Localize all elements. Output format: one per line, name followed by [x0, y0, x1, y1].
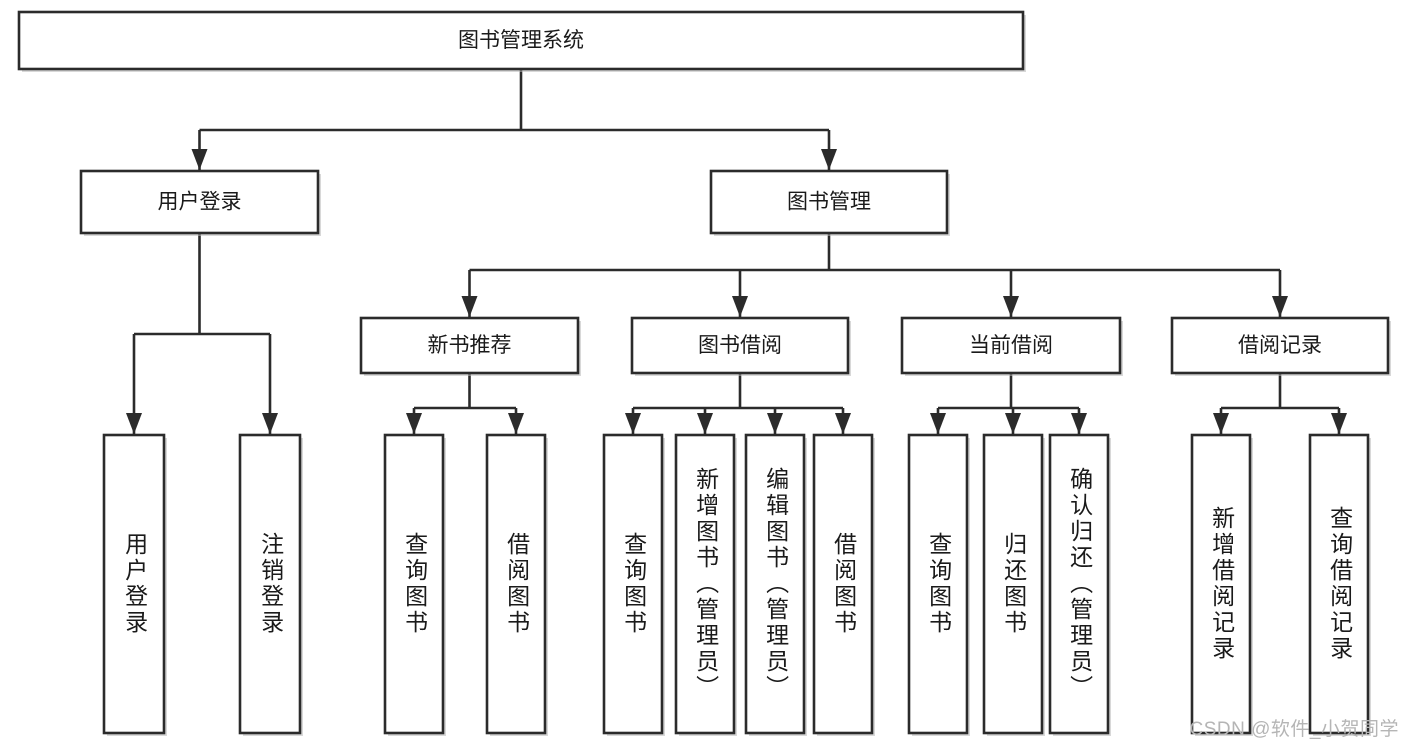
arrow-node-图书借阅-leaf-0: [625, 413, 641, 434]
level2-0-label: 新书推荐: [428, 334, 512, 357]
arrow-mgr-to-l2-3: [1272, 296, 1288, 317]
level2-box-node-当前借阅[interactable]: [900, 316, 1122, 375]
arrow-node-当前借阅-leaf-2: [1071, 413, 1087, 434]
level1-0-label: 用户登录: [158, 191, 242, 214]
leaf-box-node-查询借阅记录[interactable]: [1308, 433, 1370, 735]
connector-layer: [126, 69, 1347, 434]
arrow-mgr-to-l2-0: [461, 296, 478, 317]
root-label: 图书管理系统: [458, 29, 584, 52]
arrow-node-用户登录-leaf-1: [262, 413, 278, 434]
level2-box-node-借阅记录[interactable]: [1170, 316, 1390, 375]
leaf-box-node-查询图书[interactable]: [907, 433, 969, 735]
leaf-box-node-新增借阅记录[interactable]: [1190, 433, 1252, 735]
arrow-node-新书推荐-leaf-1: [508, 413, 524, 434]
level2-box-node-图书借阅[interactable]: [630, 316, 850, 375]
arrow-node-借阅记录-leaf-1: [1331, 413, 1347, 434]
arrow-node-当前借阅-leaf-0: [930, 413, 946, 434]
arrow-root-to-l1-1: [821, 149, 837, 170]
arrow-mgr-to-l2-2: [1003, 296, 1019, 317]
arrow-node-新书推荐-leaf-0: [406, 413, 422, 434]
leaf-box-node-确认归还管理员[interactable]: [1048, 433, 1110, 735]
leaf-box-node-查询图书[interactable]: [602, 433, 664, 735]
level1-1-label: 图书管理: [787, 191, 871, 214]
arrow-node-借阅记录-leaf-0: [1213, 413, 1229, 434]
leaf-box-node-查询图书[interactable]: [383, 433, 445, 735]
leaf-box-node-归还图书[interactable]: [982, 433, 1044, 735]
root-box-node-图书管理系统[interactable]: [17, 10, 1025, 71]
arrow-node-图书借阅-leaf-1: [697, 413, 713, 434]
level1-box-node-图书管理[interactable]: [709, 169, 949, 235]
arrow-node-图书借阅-leaf-3: [835, 413, 851, 434]
arrow-node-当前借阅-leaf-1: [1005, 413, 1021, 434]
leaf-box-node-借阅图书[interactable]: [485, 433, 547, 735]
leaf-box-node-注销登录[interactable]: [238, 433, 302, 735]
leaf-box-node-借阅图书[interactable]: [812, 433, 874, 735]
level2-box-node-新书推荐[interactable]: [359, 316, 580, 375]
csdn-watermark: CSDN @软件_小贺同学: [1189, 719, 1399, 740]
arrow-mgr-to-l2-1: [732, 296, 748, 317]
leaf-box-node-用户登录[interactable]: [102, 433, 166, 735]
level2-2-label: 当前借阅: [969, 334, 1053, 357]
level1-box-node-用户登录[interactable]: [79, 169, 320, 235]
arrow-node-用户登录-leaf-0: [126, 413, 142, 434]
leaf-box-node-新增图书管理员[interactable]: [674, 433, 736, 735]
arrow-root-to-l1-0: [191, 149, 208, 170]
arrow-node-图书借阅-leaf-2: [767, 413, 783, 434]
box-layer: [17, 10, 1391, 736]
level2-1-label: 图书借阅: [698, 334, 782, 357]
level2-3-label: 借阅记录: [1238, 334, 1322, 357]
leaf-box-node-编辑图书管理员[interactable]: [744, 433, 806, 735]
